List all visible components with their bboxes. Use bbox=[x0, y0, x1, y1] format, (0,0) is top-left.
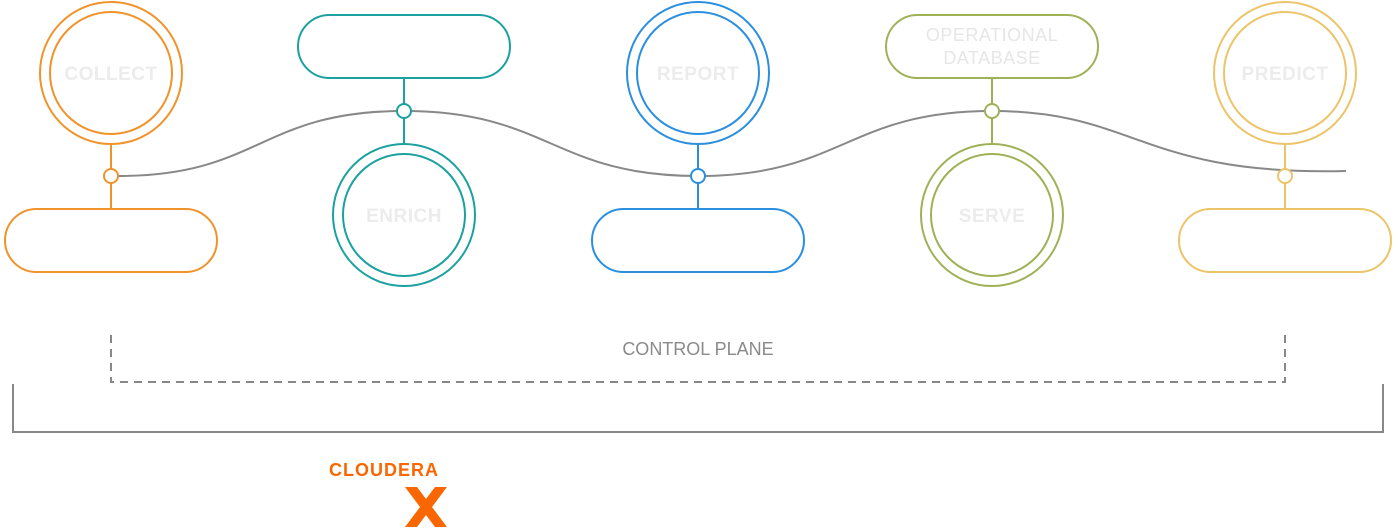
platform-bracket bbox=[12, 384, 1384, 433]
collect-inner-ring bbox=[49, 11, 173, 135]
flow-line bbox=[117, 109, 1347, 178]
control-plane-bracket bbox=[110, 335, 1286, 383]
collect-outer-ring bbox=[39, 1, 183, 145]
predict-pill bbox=[1178, 208, 1392, 273]
cloudera-logo: CLOUDERA bbox=[329, 460, 447, 527]
report-inner-ring bbox=[636, 11, 760, 135]
operational-database-label: OPERATIONAL DATABASE bbox=[926, 25, 1058, 68]
enrich-node bbox=[396, 103, 412, 119]
enrich-inner-ring bbox=[342, 153, 466, 277]
serve-node bbox=[984, 103, 1000, 119]
collect-node bbox=[103, 168, 119, 184]
stage-report: REPORT bbox=[591, 1, 805, 273]
serve-outer-ring bbox=[920, 143, 1064, 287]
predict-inner-ring bbox=[1223, 11, 1347, 135]
enrich-pill bbox=[297, 14, 511, 79]
enrich-label: ENRICH bbox=[366, 206, 442, 227]
stage-collect: COLLECT bbox=[4, 1, 218, 273]
x-mark-icon bbox=[405, 487, 447, 527]
report-node bbox=[690, 168, 706, 184]
serve-inner-ring bbox=[930, 153, 1054, 277]
collect-pill bbox=[4, 208, 218, 273]
cloudera-wordmark: CLOUDERA bbox=[329, 460, 439, 480]
control-plane: CONTROL PLANE bbox=[110, 335, 1286, 383]
collect-label: COLLECT bbox=[64, 64, 157, 85]
stage-serve: OPERATIONAL DATABASE SERVE bbox=[885, 14, 1099, 287]
predict-outer-ring bbox=[1213, 1, 1357, 145]
report-pill bbox=[591, 208, 805, 273]
stage-enrich: ENRICH bbox=[297, 14, 511, 287]
operational-database-line-2: DATABASE bbox=[943, 48, 1040, 68]
stage-predict: PREDICT bbox=[1178, 1, 1392, 273]
predict-label: PREDICT bbox=[1242, 64, 1329, 85]
report-label: REPORT bbox=[657, 64, 739, 85]
operational-database-line-1: OPERATIONAL bbox=[926, 25, 1058, 45]
report-outer-ring bbox=[626, 1, 770, 145]
control-plane-label: CONTROL PLANE bbox=[622, 339, 773, 359]
serve-label: SERVE bbox=[959, 206, 1026, 227]
enrich-outer-ring bbox=[332, 143, 476, 287]
predict-node bbox=[1277, 168, 1293, 184]
operational-database-pill bbox=[885, 14, 1099, 79]
